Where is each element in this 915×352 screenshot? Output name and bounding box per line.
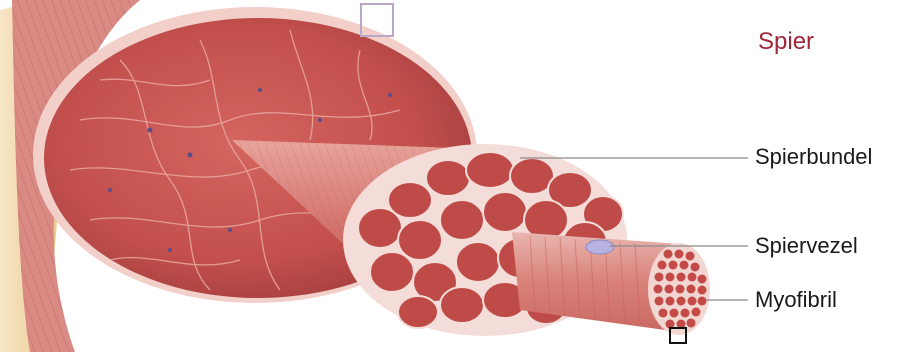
label-myofibril: Myofibril (755, 287, 837, 313)
label-bundle: Spierbundel (755, 144, 872, 170)
label-fiber: Spiervezel (755, 233, 858, 259)
label-muscle: Spier (758, 28, 814, 56)
fiber-nucleus (586, 240, 614, 254)
